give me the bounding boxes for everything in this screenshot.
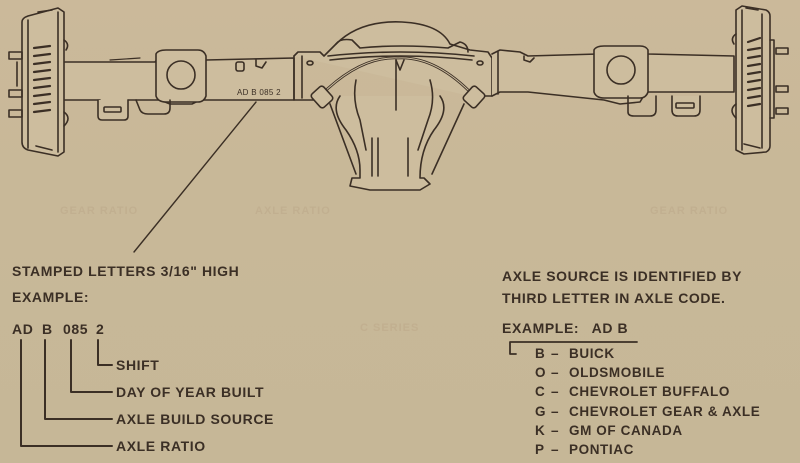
right-axle-tube [491,45,735,117]
code-part-day: 085 [63,321,89,337]
callout-axle-ratio: AXLE RATIO [116,438,206,454]
bleed-through-text: GEAR RATIO [650,205,729,217]
axle-stamp-text: AD B 085 2 [237,88,281,97]
callout-day-of-year: DAY OF YEAR BUILT [116,384,265,400]
example-code: AD B [591,320,629,336]
source-item-buick: B – BUICK [535,346,615,361]
left-axle-tube [64,49,295,121]
code-callout-brackets [20,339,113,447]
right-brake-drum [731,5,789,155]
code-part-source: B [42,321,53,337]
source-example-label: EXAMPLE: AD B [502,320,628,336]
code-part-shift: 2 [96,321,105,337]
source-item-chevrolet-gear-axle: G – CHEVROLET GEAR & AXLE [535,403,761,419]
differential-housing [293,21,493,191]
bleed-through-text: GEAR RATIO [60,205,139,217]
callout-shift: SHIFT [116,357,160,373]
source-item-gm-canada: K – GM OF CANADA [535,422,683,438]
stamp-leader-line [133,101,257,253]
example-bracket [509,341,638,355]
axle-source-list: B – BUICK O – OLDSMOBILE C – CHEVROLET B… [535,346,760,461]
source-item-chevrolet-buffalo: C – CHEVROLET BUFFALO [535,384,730,400]
source-item-oldsmobile: O – OLDSMOBILE [535,365,665,381]
stamp-heading: STAMPED LETTERS 3/16" HIGH [12,263,240,279]
callout-build-source: AXLE BUILD SOURCE [116,411,274,427]
code-part-ratio: AD [12,321,34,337]
bleed-through-text: C SERIES [360,322,420,334]
source-heading-line2: THIRD LETTER IN AXLE CODE. [502,290,726,306]
stamp-example-label: EXAMPLE: [12,289,90,305]
source-item-pontiac: P – PONTIAC [535,441,634,457]
bleed-through-text: AXLE RATIO [255,205,331,217]
left-brake-drum [8,7,69,157]
source-heading-line1: AXLE SOURCE IS IDENTIFIED BY [502,268,743,284]
example-label: EXAMPLE: [502,320,580,336]
